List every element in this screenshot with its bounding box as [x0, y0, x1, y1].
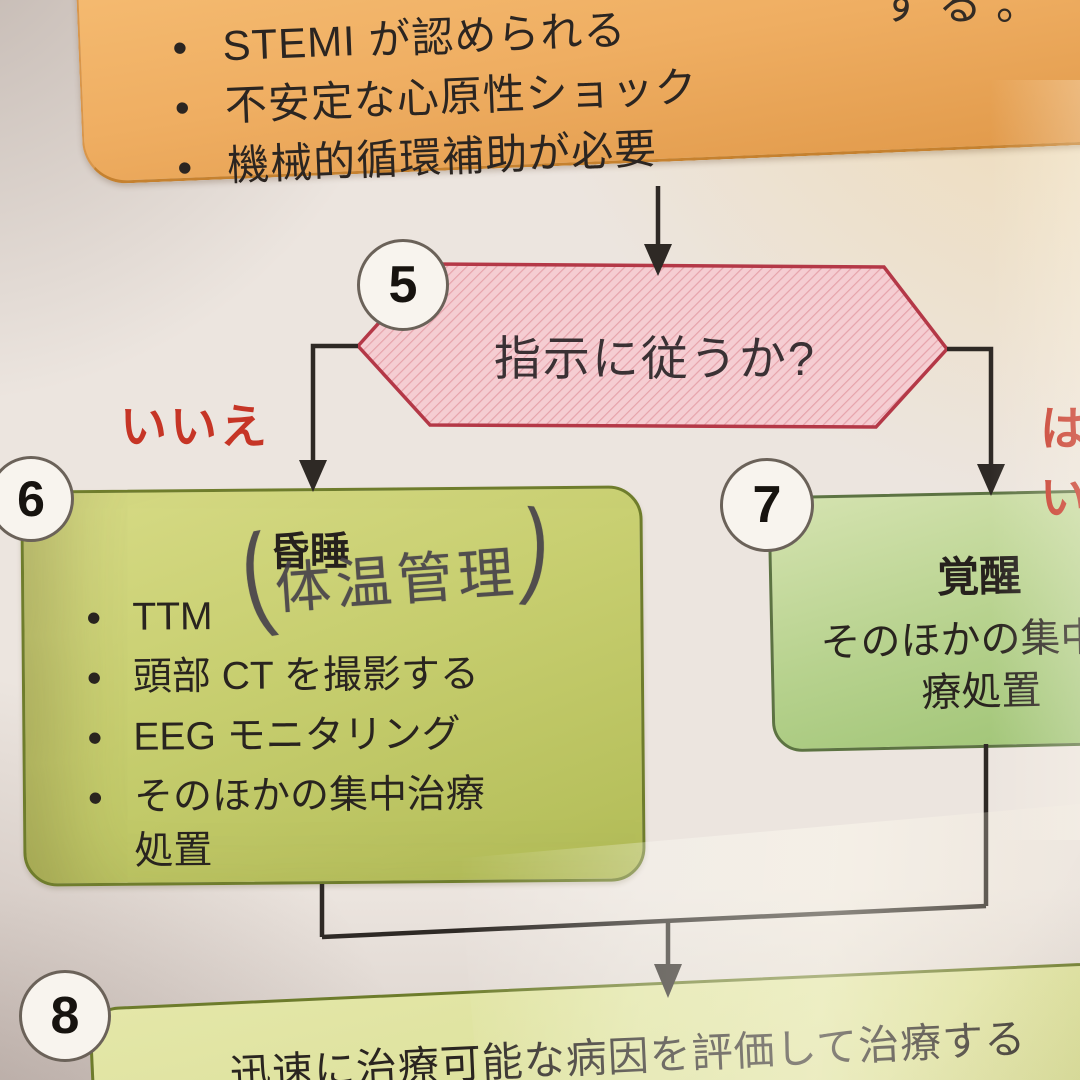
connector-no-branch — [310, 343, 358, 460]
step-circle-8: 8 — [19, 970, 111, 1062]
step-circle-7: 7 — [720, 458, 814, 552]
arrowhead-down-icon — [654, 964, 682, 998]
decision-question: 指示に従うか? — [493, 332, 817, 385]
connector-merge — [321, 903, 987, 940]
arrowhead-down-icon — [299, 460, 327, 492]
step-circle-5: 5 — [357, 239, 449, 331]
branch-label-no: いいえ — [120, 400, 270, 453]
handwritten-paren-close: ) — [518, 487, 554, 608]
connector-yes-branch — [947, 346, 994, 464]
handwritten-annotation: ( 体温管理 ) — [231, 488, 556, 641]
branch-label-yes: はい — [1040, 402, 1080, 524]
handwritten-note-text: 体温管理 — [272, 540, 521, 621]
arrowhead-down-icon — [977, 464, 1005, 496]
